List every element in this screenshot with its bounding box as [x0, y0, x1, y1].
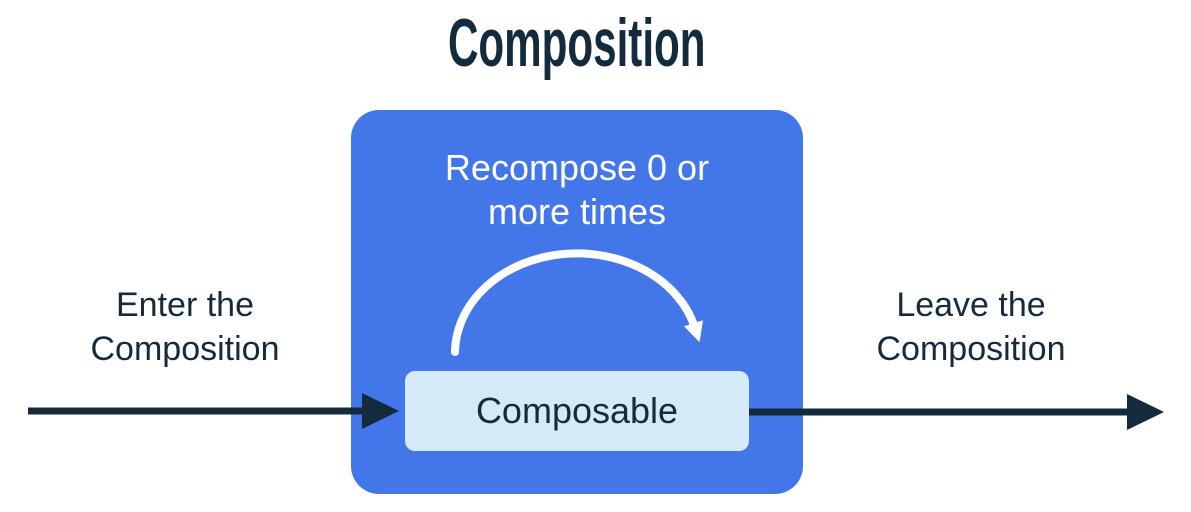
- enter-composition-label: Enter the Composition: [90, 286, 280, 368]
- composable-node: Composable: [405, 371, 749, 451]
- recompose-label: Recompose 0 or more times: [444, 147, 710, 232]
- page-title-text: Composition: [448, 5, 706, 81]
- composable-label: Composable: [475, 390, 679, 431]
- composition-panel: Recompose 0 or more times Composable: [351, 110, 803, 494]
- leave-composition-label: Leave the Composition: [876, 286, 1066, 368]
- leave-arrow-icon: [749, 394, 1164, 430]
- page-title: Composition: [351, 4, 803, 82]
- recompose-arc-arrow-icon: [451, 249, 703, 356]
- enter-arrow-icon: [28, 393, 399, 429]
